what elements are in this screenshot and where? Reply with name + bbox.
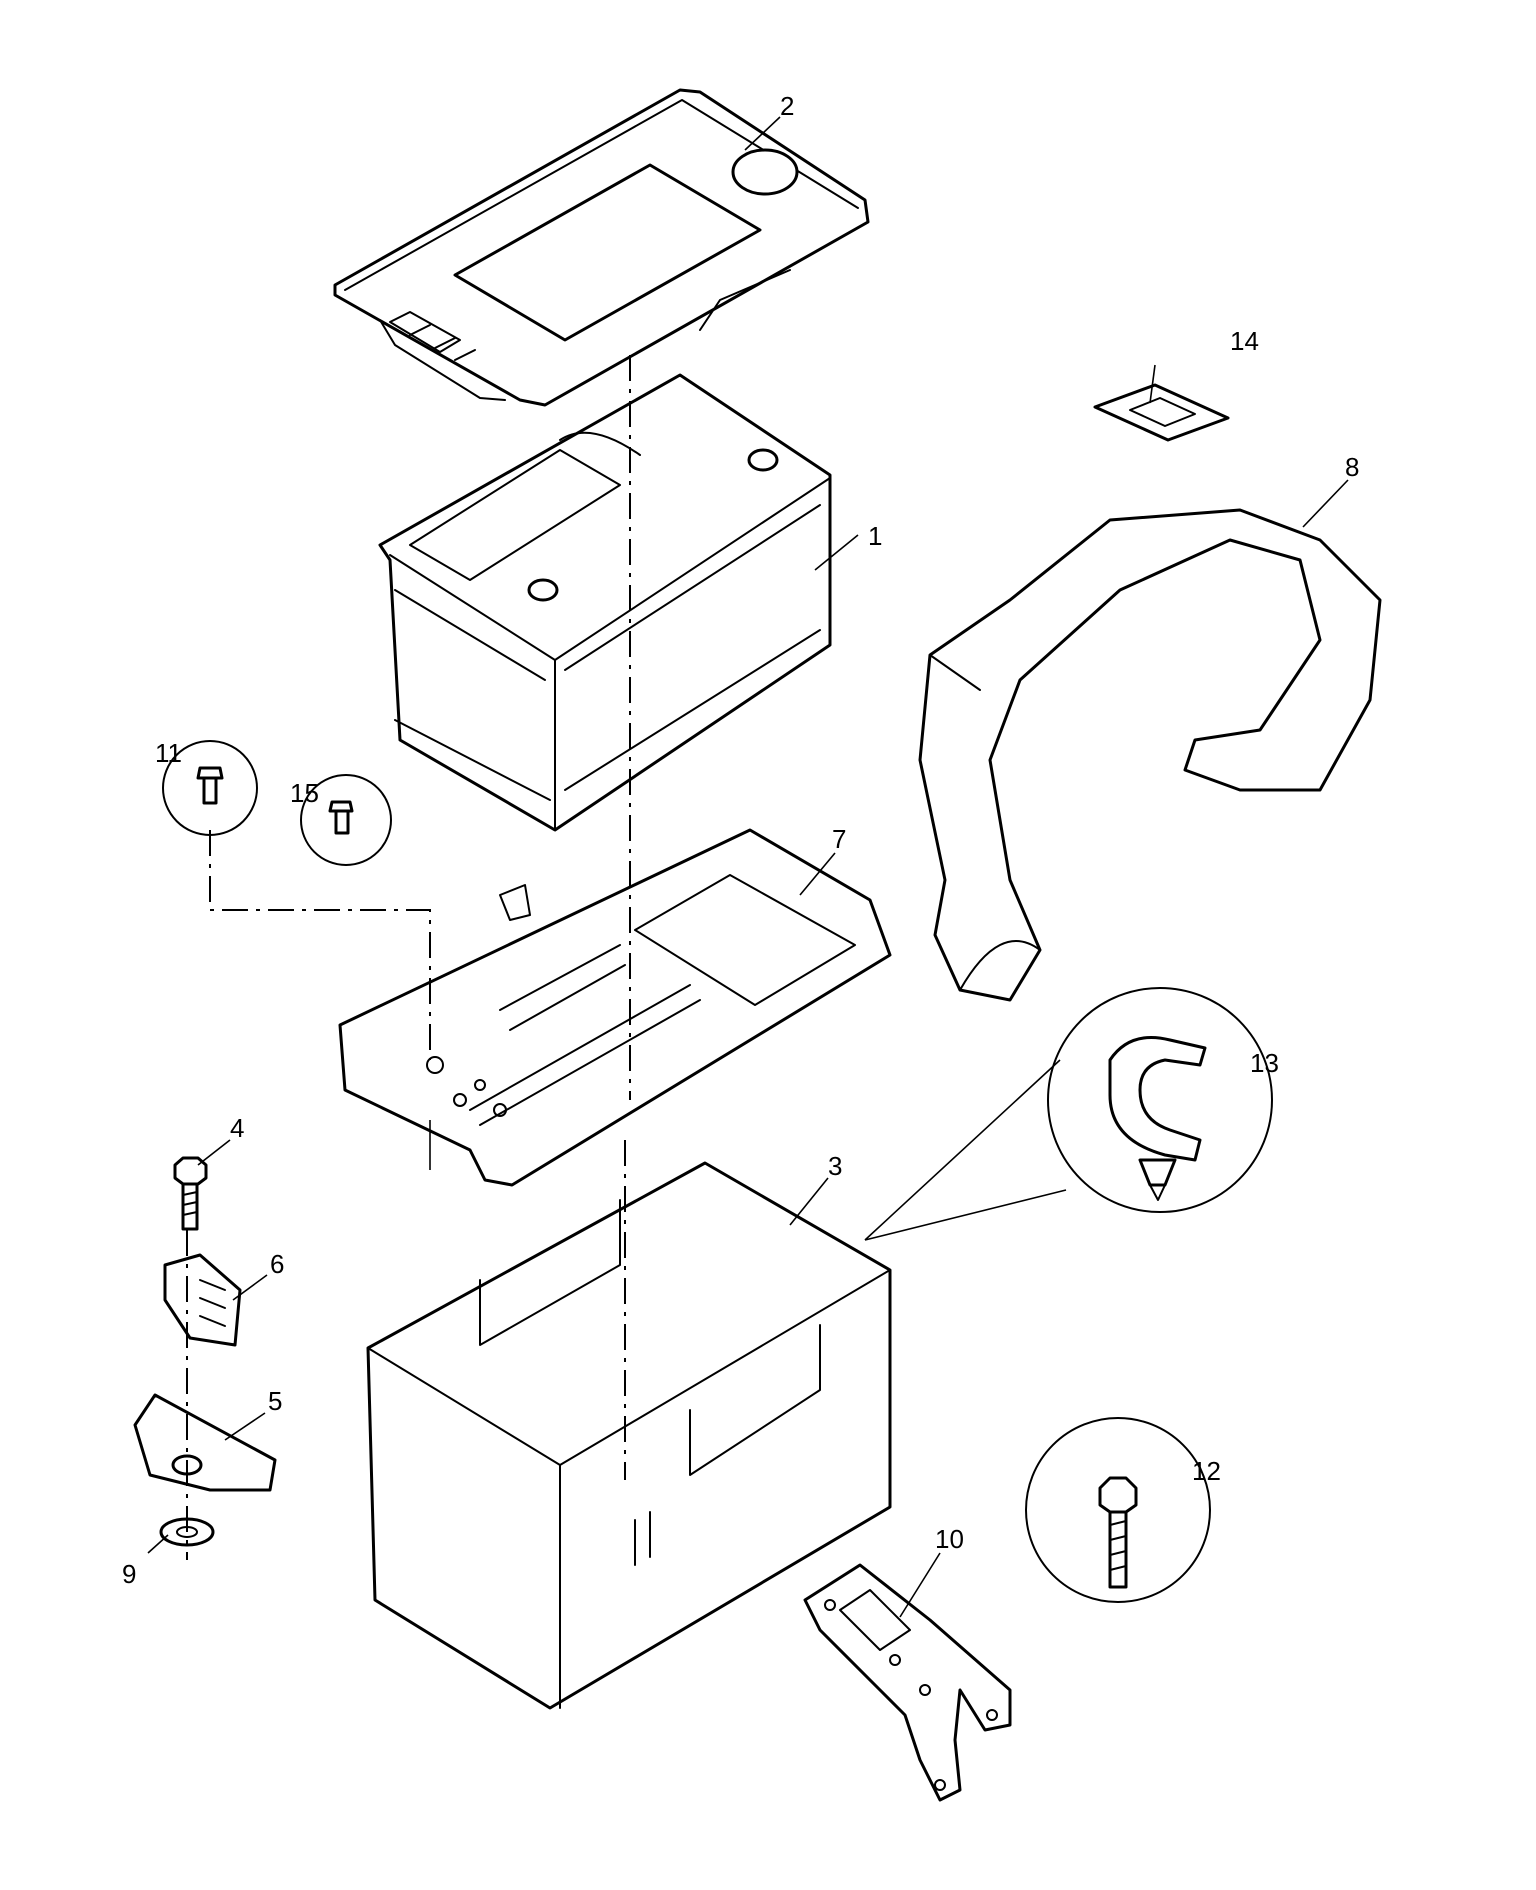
bolt: [173, 1156, 208, 1231]
callout-labels: 1 2 3 4 5 6 7 8 9 10 11 12 13 14 15: [122, 91, 1359, 1589]
detail-circle-12: [1025, 1417, 1211, 1603]
callout-4: 4: [230, 1113, 244, 1143]
callout-11: 11: [155, 738, 182, 768]
battery-cover: [333, 88, 870, 407]
assembly-centre-lines: [186, 355, 631, 1560]
mounting-bracket: [803, 1563, 1012, 1802]
detail-circle-13: [1047, 987, 1273, 1213]
leader-lines: [147, 116, 1349, 1618]
callout-7: 7: [832, 824, 846, 854]
callout-10: 10: [935, 1524, 964, 1554]
callout-13: 13: [1250, 1048, 1279, 1078]
detail-circle-11: [162, 740, 258, 836]
callout-1: 1: [868, 521, 882, 551]
callout-12: 12: [1192, 1456, 1221, 1486]
callout-5: 5: [268, 1386, 282, 1416]
callout-2: 2: [780, 91, 794, 121]
callout-14: 14: [1230, 326, 1259, 356]
bracket: [163, 1253, 242, 1347]
callout-3: 3: [828, 1151, 842, 1181]
callout-8: 8: [1345, 452, 1359, 482]
clamp: [133, 1393, 277, 1492]
battery-box: [366, 1161, 892, 1710]
battery: [378, 373, 832, 832]
callout-6: 6: [270, 1249, 284, 1279]
detail-circle-15: [300, 774, 392, 866]
battery-tray-plate: [338, 828, 892, 1187]
strap: [918, 508, 1382, 1002]
callout-9: 9: [122, 1559, 136, 1589]
callout-15: 15: [290, 778, 319, 808]
label-pad: [1093, 383, 1230, 442]
